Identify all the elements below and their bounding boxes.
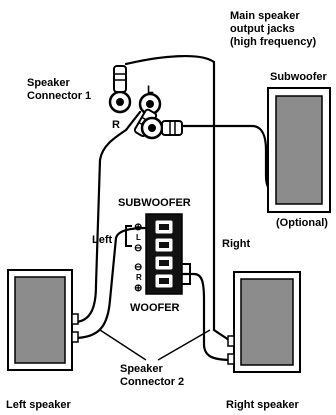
- main-output-jacks: [108, 65, 183, 140]
- right-speaker-cable: [124, 54, 234, 344]
- right-speaker-label: Right speaker: [226, 399, 299, 411]
- subwoofer-label: Subwoofer: [270, 71, 328, 83]
- terminal-plus-l: ⊕: [134, 222, 142, 233]
- terminal-sub-label: WOOFER: [130, 302, 180, 314]
- left-speaker-cable: [72, 110, 142, 324]
- left-woofer-cable: [72, 226, 148, 340]
- main-output-label-line1: Main speaker: [230, 10, 300, 22]
- left-speaker: [7, 269, 79, 371]
- right-bracket: [182, 263, 191, 285]
- terminal-plus-r: ⊕: [134, 283, 142, 294]
- connector-1-label-line1: Speaker: [27, 77, 71, 89]
- terminal-block: [125, 213, 191, 295]
- terminal-minus-l: ⊖: [134, 243, 142, 254]
- right-woofer-cable: [178, 272, 234, 362]
- left-bracket: [125, 225, 132, 247]
- subwoofer-rca-jack-center: [148, 124, 156, 132]
- jack-l-center: [146, 100, 154, 108]
- left-speaker-label: Left speaker: [6, 399, 72, 411]
- subwoofer-cable: [178, 124, 280, 194]
- jack-r-center: [116, 98, 124, 106]
- subwoofer-speaker: [267, 87, 331, 213]
- connector-2-label-line1: Speaker: [120, 363, 164, 375]
- right-speaker: [227, 271, 301, 373]
- terminal-r-label: R: [136, 273, 142, 282]
- jack-r-label: R: [112, 119, 120, 131]
- cables: [72, 54, 280, 362]
- connector-1-label-line2: Connector 1: [27, 90, 91, 102]
- subwoofer-rca-plug: [161, 120, 183, 136]
- labels: Main speaker output jacks (high frequenc…: [6, 10, 328, 411]
- side-left-label: Left: [92, 234, 113, 246]
- plug-connector-1-r: [113, 65, 127, 93]
- jack-l-label: L: [147, 84, 154, 96]
- terminal-title: SUBWOOFER: [118, 197, 191, 209]
- main-output-label-line2: output jacks: [230, 23, 295, 35]
- connector-2-label-line2: Connector 2: [120, 376, 184, 388]
- terminal-l-label: L: [136, 233, 141, 242]
- connector-2-leaders: [99, 329, 211, 361]
- optional-label: (Optional): [276, 217, 328, 229]
- side-right-label: Right: [222, 238, 250, 250]
- main-output-label-line3: (high frequency): [230, 36, 317, 48]
- terminal-minus-r: ⊖: [134, 262, 142, 273]
